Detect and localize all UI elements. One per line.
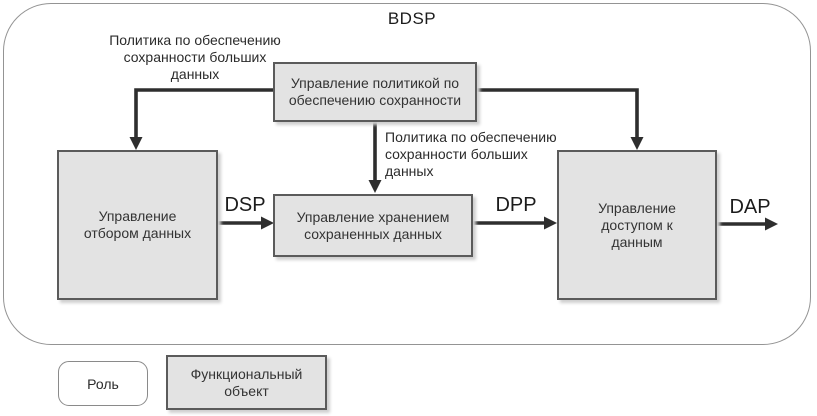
legend-role-box: Роль (58, 361, 148, 406)
diagram-title: BDSP (387, 9, 437, 28)
box-policy-management-label: Управление политикой по обеспечению сохр… (288, 75, 462, 108)
arrow-label-dpp: DPP (495, 194, 537, 216)
legend-functional-object-box: Функциональный объект (166, 355, 327, 410)
box-data-selection-label: Управление отбором данных (83, 208, 192, 241)
annotation-policy-middle: Политика по обеспечению сохранности боль… (385, 129, 557, 179)
legend-functional-object-label: Функциональный объект (190, 365, 303, 399)
box-data-access-label: Управление доступом к данным (598, 199, 676, 250)
arrow-label-dap: DAP (729, 196, 771, 218)
box-data-storage: Управление хранением сохраненных данных (273, 194, 473, 257)
annotation-policy-left: Политика по обеспечению сохранности боль… (109, 32, 281, 82)
legend-role-label: Роль (87, 375, 119, 392)
box-data-selection: Управление отбором данных (57, 150, 218, 300)
box-policy-management: Управление политикой по обеспечению сохр… (273, 62, 477, 122)
box-data-access: Управление доступом к данным (557, 150, 717, 300)
box-data-storage-label: Управление хранением сохраненных данных (296, 208, 450, 242)
arrow-label-dsp: DSP (224, 194, 266, 216)
